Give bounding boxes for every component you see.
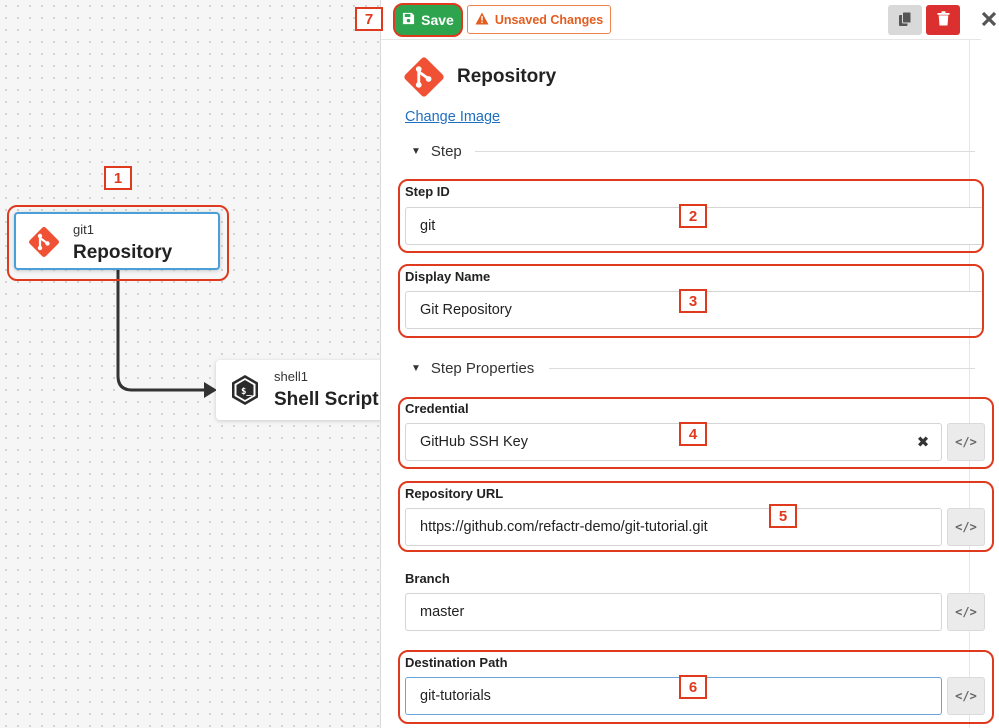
close-icon xyxy=(981,11,997,30)
section-divider xyxy=(475,151,975,152)
warning-icon xyxy=(475,12,489,28)
annotation-callout-4 xyxy=(398,397,994,469)
panel-scroll-edge xyxy=(969,40,970,728)
close-panel-button[interactable] xyxy=(978,6,999,34)
repository-url-expression-button[interactable]: </> xyxy=(947,508,985,546)
branch-input[interactable] xyxy=(405,593,942,631)
unsaved-label: Unsaved Changes xyxy=(494,12,604,27)
destination-path-expression-button[interactable]: </> xyxy=(947,677,985,715)
copy-icon xyxy=(898,11,912,30)
delete-button[interactable] xyxy=(926,5,960,35)
clear-credential-icon[interactable]: ✖ xyxy=(916,434,930,451)
code-icon: </> xyxy=(955,435,977,449)
annotation-callout-5 xyxy=(398,481,994,552)
annotation-badge-4: 4 xyxy=(679,422,707,446)
credential-select[interactable] xyxy=(405,423,942,461)
save-button[interactable]: Save xyxy=(395,5,461,35)
node-git-repository[interactable]: git1 Repository xyxy=(14,212,220,270)
trash-icon xyxy=(937,11,950,29)
annotation-callout-3 xyxy=(398,264,984,338)
code-icon: </> xyxy=(955,689,977,703)
caret-down-icon: ▼ xyxy=(411,363,421,374)
annotation-badge-2: 2 xyxy=(679,204,707,228)
branch-label: Branch xyxy=(405,571,450,586)
annotation-callout-6 xyxy=(398,650,994,724)
destination-path-input[interactable] xyxy=(405,677,942,715)
annotation-callout-1 xyxy=(7,205,229,281)
node-title: Repository xyxy=(73,242,173,263)
annotation-badge-6: 6 xyxy=(679,675,707,699)
svg-text:$_: $_ xyxy=(241,387,252,397)
code-icon: </> xyxy=(955,520,977,534)
node-id: shell1 xyxy=(274,369,308,384)
annotation-badge-3: 3 xyxy=(679,289,707,313)
display-name-label: Display Name xyxy=(405,269,491,284)
caret-down-icon: ▼ xyxy=(411,146,421,157)
destination-path-label: Destination Path xyxy=(405,655,508,670)
repository-url-label: Repository URL xyxy=(405,486,504,501)
floppy-disk-icon xyxy=(402,12,415,28)
section-toggle-step-properties[interactable]: ▼ Step Properties xyxy=(411,360,534,377)
repository-url-input[interactable] xyxy=(405,508,942,546)
section-divider xyxy=(549,368,975,369)
code-icon: </> xyxy=(955,605,977,619)
step-title: Repository xyxy=(457,66,557,87)
annotation-badge-5: 5 xyxy=(769,504,797,528)
connector-arrow xyxy=(204,382,217,398)
step-properties-panel: Save Unsaved Changes xyxy=(380,0,999,728)
section-label: Step xyxy=(430,143,462,160)
copy-button[interactable] xyxy=(888,5,922,35)
git-icon xyxy=(403,56,445,103)
annotation-callout-2 xyxy=(398,179,984,253)
git-icon xyxy=(28,226,60,263)
connector-line xyxy=(116,270,204,392)
panel-toolbar: Save Unsaved Changes xyxy=(381,0,981,40)
node-shell-script[interactable]: $_ shell1 Shell Script xyxy=(216,360,386,420)
workflow-canvas[interactable]: git1 Repository $_ shell1 Shell Script 1 xyxy=(0,0,386,728)
credential-label: Credential xyxy=(405,401,469,416)
save-label: Save xyxy=(421,12,454,28)
credential-expression-button[interactable]: </> xyxy=(947,423,985,461)
annotation-badge-1: 1 xyxy=(104,166,132,190)
step-id-label: Step ID xyxy=(405,184,450,199)
annotation-badge-7: 7 xyxy=(355,7,383,31)
node-id: git1 xyxy=(73,222,94,237)
annotation-callout-7 xyxy=(393,3,463,37)
branch-expression-button[interactable]: </> xyxy=(947,593,985,631)
bash-icon: $_ xyxy=(230,374,260,411)
unsaved-changes-badge: Unsaved Changes xyxy=(467,5,611,34)
section-toggle-step[interactable]: ▼ Step xyxy=(411,143,462,160)
change-image-link[interactable]: Change Image xyxy=(405,109,501,125)
connector-svg xyxy=(116,270,217,398)
node-title: Shell Script xyxy=(274,389,379,410)
section-label: Step Properties xyxy=(430,360,535,377)
